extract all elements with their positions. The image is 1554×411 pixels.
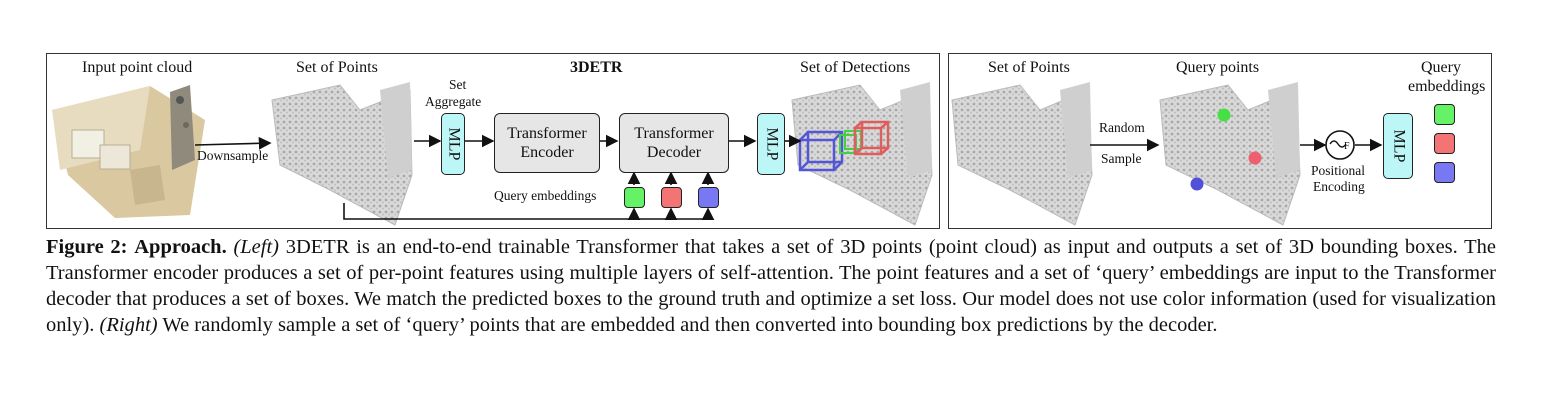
right-mlp: MLP: [1383, 113, 1413, 179]
decoder-line-2: Decoder: [646, 144, 702, 161]
caption-approach: Approach.: [134, 236, 227, 258]
figure-caption: Figure 2: Approach. (Left) 3DETR is an e…: [46, 234, 1496, 338]
mlp-output-label: MLP: [763, 127, 780, 161]
set-of-detections-label: Set of Detections: [800, 59, 911, 76]
set-of-detections-cloud: [791, 82, 933, 226]
input-point-cloud-image: [52, 85, 205, 218]
right-set-of-points-cloud: [951, 82, 1093, 226]
fourier-encoding-circle: [1325, 130, 1355, 160]
query-point-blue: [1190, 177, 1204, 191]
detection-box-red: [853, 120, 890, 156]
mlp-label: MLP: [445, 127, 462, 161]
mlp-output: MLP: [757, 113, 785, 175]
query-embeddings-title-1: Query: [1421, 59, 1461, 76]
downsample-label: Downsample: [197, 148, 269, 163]
positional-label: Positional: [1311, 163, 1366, 178]
caption-left-tag: (Left): [233, 236, 279, 258]
right-query-embedding-red: [1434, 133, 1455, 154]
set-of-points-label: Set of Points: [296, 59, 378, 76]
query-embedding-green: [624, 187, 645, 208]
fourier-label: F: [1344, 141, 1350, 152]
query-embeddings-title-2: embeddings: [1408, 78, 1486, 95]
query-point-red: [1248, 151, 1262, 165]
transformer-decoder-box: Transformer Decoder: [619, 113, 729, 173]
encoding-label: Encoding: [1313, 179, 1365, 194]
caption-right-text: We randomly sample a set of ‘query’ poin…: [162, 314, 1218, 336]
right-query-embedding-blue: [1434, 162, 1455, 183]
input-point-cloud-label: Input point cloud: [82, 59, 193, 76]
query-points-label: Query points: [1176, 59, 1260, 76]
right-mlp-label: MLP: [1390, 129, 1407, 163]
caption-figure-label: Figure 2:: [46, 236, 128, 258]
right-query-embedding-green: [1434, 104, 1455, 125]
encoder-line-1: Transformer: [507, 125, 587, 142]
transformer-encoder-box: Transformer Encoder: [494, 113, 600, 173]
caption-left-text: 3DETR is an end-to-end trainable Transfo…: [46, 236, 1497, 336]
query-embedding-red: [661, 187, 682, 208]
set-of-points-cloud: [271, 82, 413, 226]
query-embedding-blue: [698, 187, 719, 208]
random-label: Random: [1099, 120, 1145, 135]
query-points-cloud: [1159, 82, 1301, 226]
sample-label: Sample: [1101, 151, 1142, 166]
mlp-set-aggregate: MLP: [441, 113, 465, 175]
decoder-line-1: Transformer: [634, 125, 714, 142]
caption-right-tag: (Right): [99, 314, 158, 336]
left-arrows: [194, 134, 802, 221]
right-set-of-points-label: Set of Points: [988, 59, 1070, 76]
aggregate-label: Aggregate: [425, 94, 482, 109]
query-embeddings-label: Query embeddings: [494, 188, 597, 203]
encoder-line-2: Encoder: [520, 144, 574, 161]
diagram-title: 3DETR: [570, 59, 623, 76]
set-label: Set: [449, 77, 467, 92]
query-point-green: [1217, 108, 1231, 122]
